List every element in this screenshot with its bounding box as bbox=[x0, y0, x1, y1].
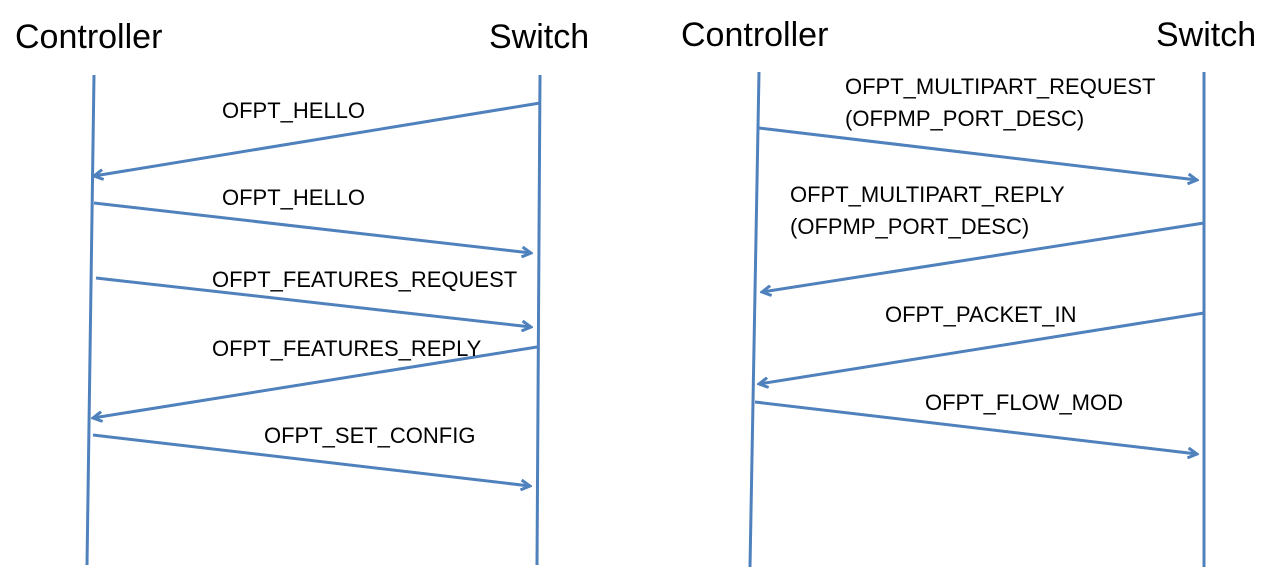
right-msg-4-label: OFPT_FLOW_MOD bbox=[925, 390, 1123, 415]
right-controller-lifeline bbox=[748, 71, 761, 568]
left-controller-label: Controller bbox=[15, 18, 162, 56]
left-switch-lifeline bbox=[535, 74, 542, 566]
left-msg-1-label: OFPT_HELLO bbox=[222, 98, 365, 123]
left-controller-lifeline bbox=[85, 74, 96, 566]
right-msg-2-label-line-2: (OFPMP_PORT_DESC) bbox=[790, 214, 1029, 239]
left-msg-2-label: OFPT_HELLO bbox=[222, 185, 365, 210]
right-msg-1-arrow bbox=[758, 126, 1197, 180]
left-msg-2-arrow bbox=[93, 201, 531, 253]
right-msg-4-arrow bbox=[754, 400, 1197, 454]
right-switch-label: Switch bbox=[1156, 16, 1256, 54]
left-switch-label: Switch bbox=[489, 18, 589, 56]
left-msg-3-label: OFPT_FEATURES_REQUEST bbox=[212, 267, 517, 292]
left-msg-5-label: OFPT_SET_CONFIG bbox=[264, 423, 475, 448]
left-msg-3-arrow bbox=[95, 276, 531, 327]
right-msg-1-label-line-1: OFPT_MULTIPART_REQUEST bbox=[845, 74, 1156, 99]
right-msg-3-arrow bbox=[759, 311, 1205, 384]
right-msg-2-label-line-1: OFPT_MULTIPART_REPLY bbox=[790, 182, 1065, 207]
left-msg-4-arrow bbox=[93, 345, 538, 418]
left-msg-4-label: OFPT_FEATURES_REPLY bbox=[212, 336, 482, 361]
left-sequence-diagram: Controller Switch OFPT_HELLO OFPT_HELLO … bbox=[15, 18, 589, 566]
right-controller-label: Controller bbox=[681, 16, 828, 54]
right-msg-1-label-line-2: (OFPMP_PORT_DESC) bbox=[845, 106, 1084, 131]
right-msg-2-arrow bbox=[762, 221, 1205, 292]
right-msg-3-label: OFPT_PACKET_IN bbox=[885, 302, 1077, 327]
left-msg-5-arrow bbox=[92, 433, 530, 486]
right-sequence-diagram: Controller Switch OFPT_MULTIPART_REQUEST… bbox=[681, 16, 1256, 568]
left-msg-1-arrow bbox=[94, 101, 541, 176]
